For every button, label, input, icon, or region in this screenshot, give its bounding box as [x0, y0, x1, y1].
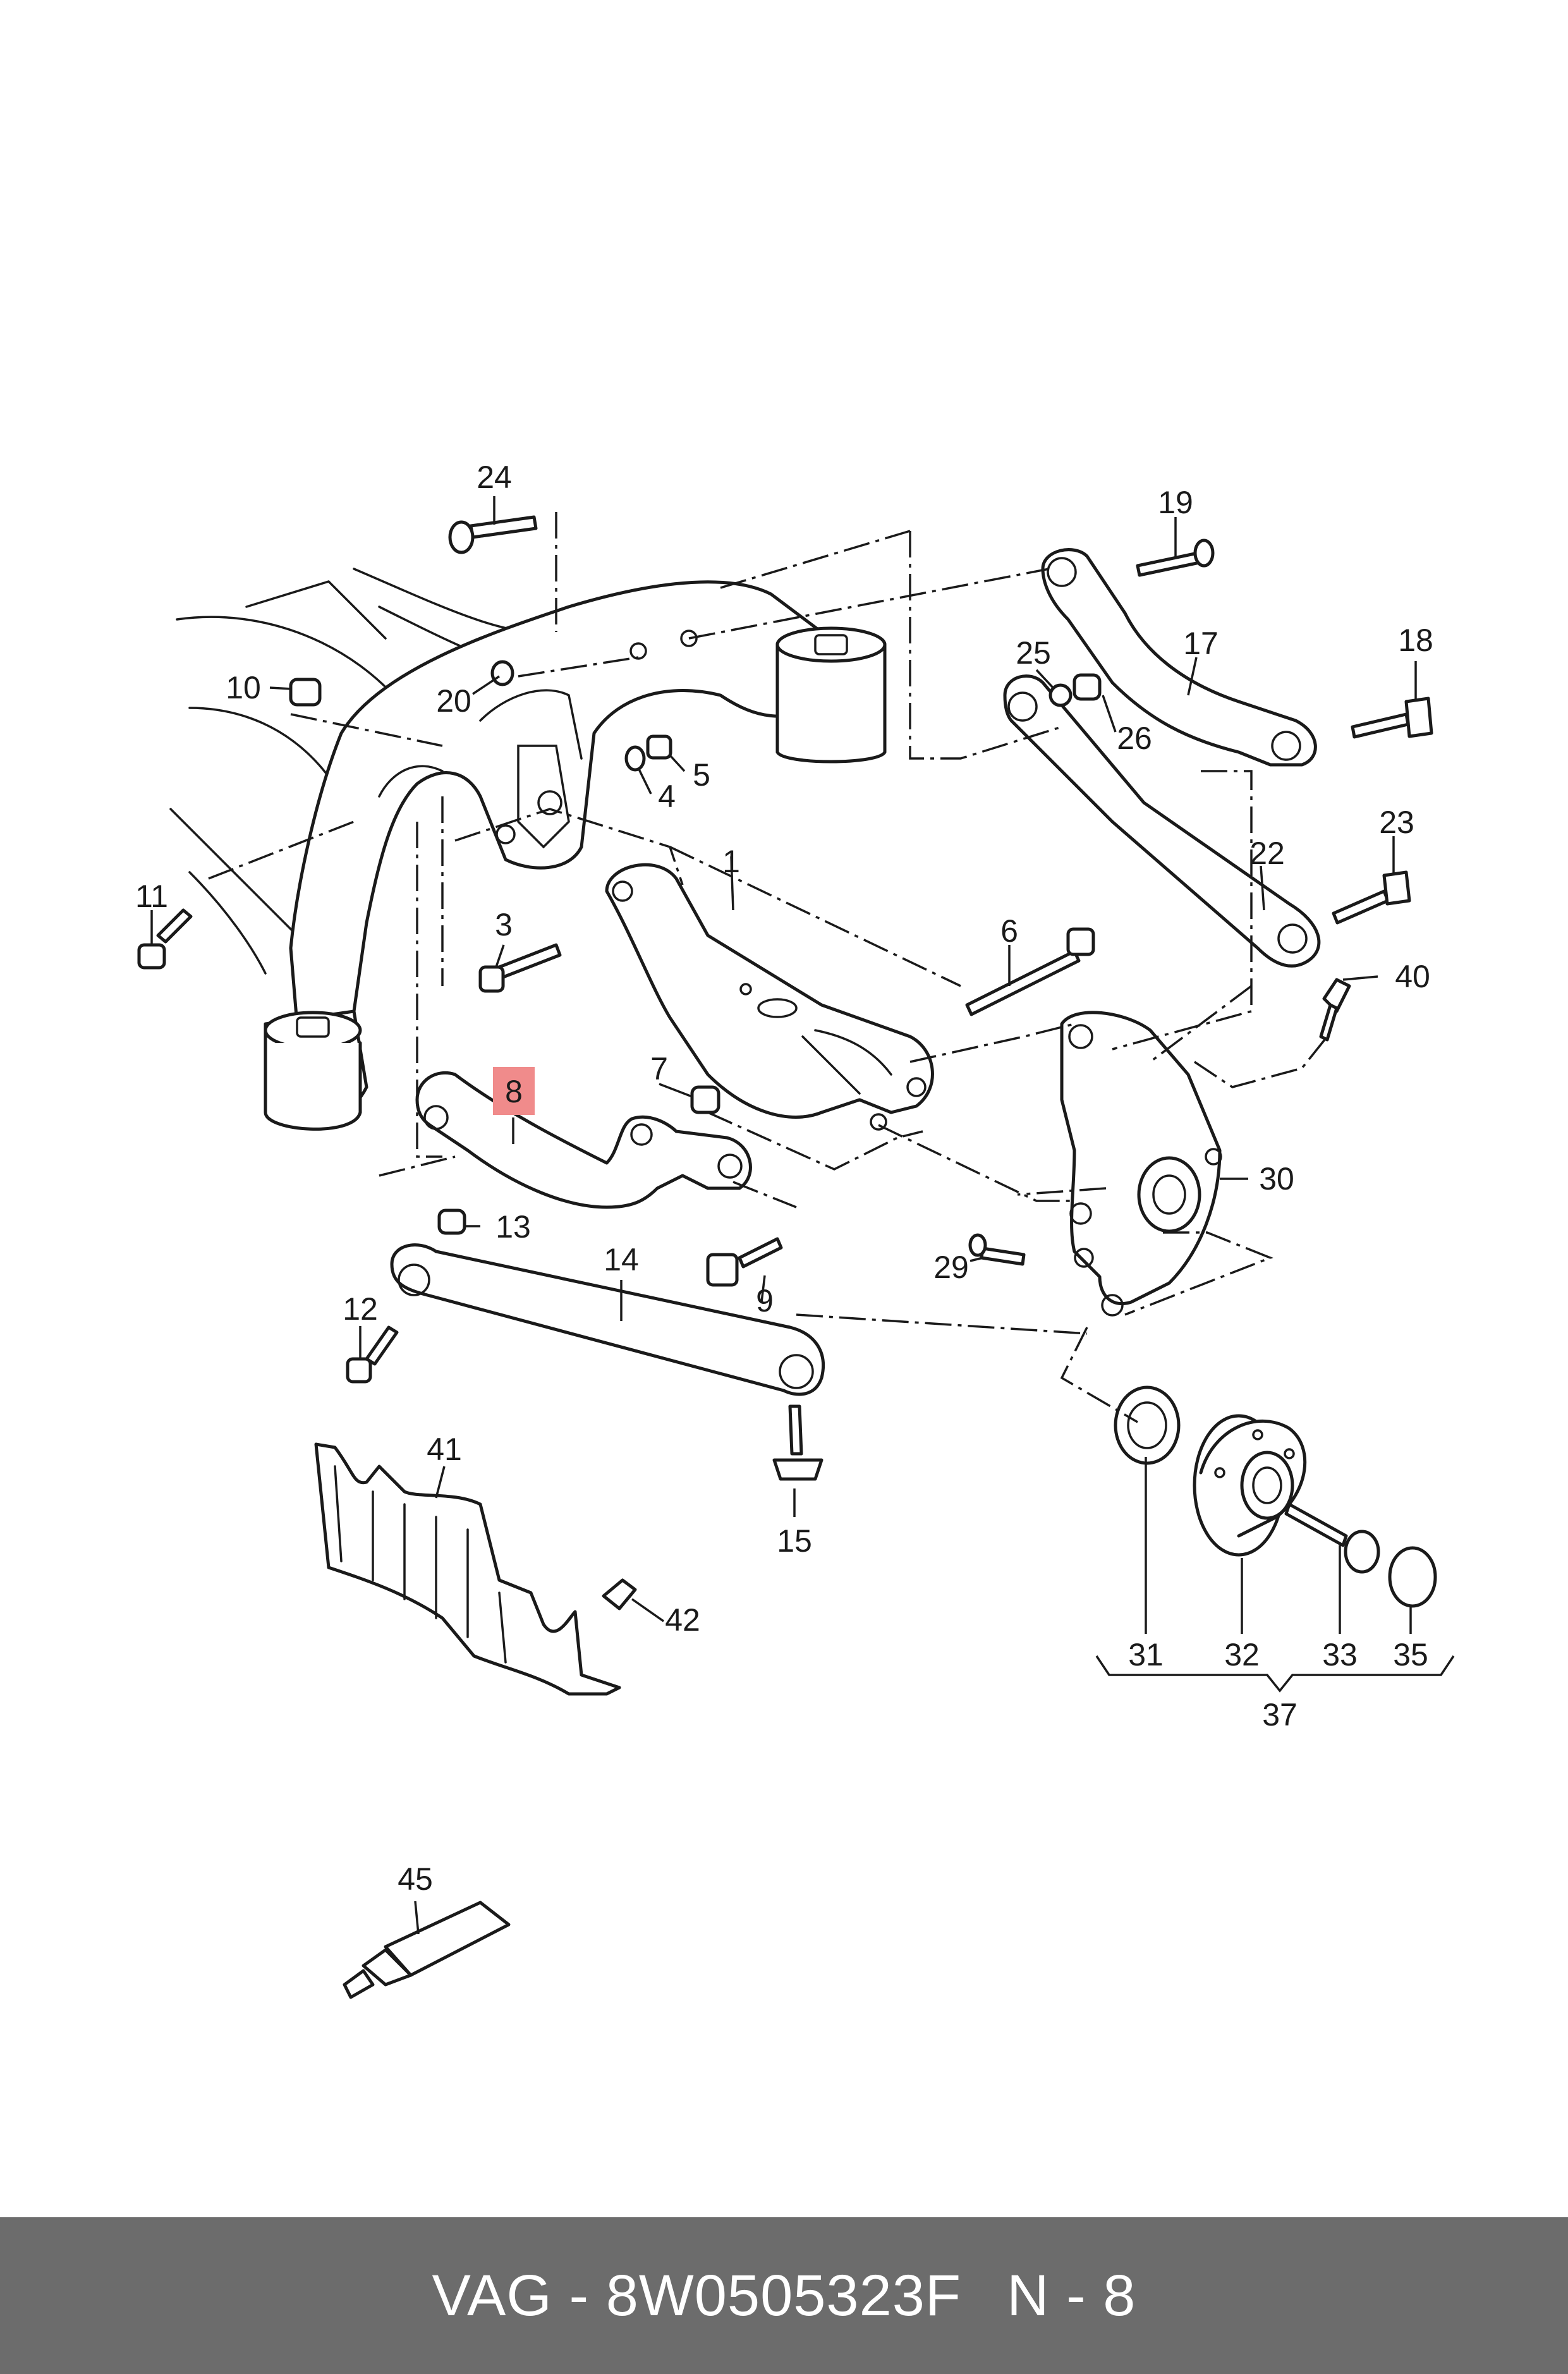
bearing-ring	[1114, 1385, 1181, 1465]
callout-5: 5	[693, 757, 710, 793]
rear-subframe	[169, 568, 887, 1131]
trailing-link	[1003, 674, 1321, 968]
callout-11: 11	[135, 879, 168, 914]
assembly-lines	[208, 512, 1328, 1423]
callout-29: 29	[933, 1250, 969, 1285]
rear-suspension-exploded-diagram: 24 19 17 18 25 26 10 20 5 4 22 23 1 11 3…	[135, 460, 1455, 1999]
upper-link	[1041, 548, 1317, 767]
callout-14: 14	[604, 1242, 639, 1277]
callout-33: 33	[1322, 1637, 1358, 1672]
footer-caption: VAG - 8W0505323F N - 8	[0, 2217, 1568, 2374]
callout-4: 4	[658, 779, 676, 814]
callout-12: 12	[343, 1291, 378, 1327]
callout-17: 17	[1183, 626, 1219, 661]
wheel-bearing-housing	[1060, 1011, 1222, 1317]
callout-32: 32	[1224, 1637, 1260, 1672]
hub-bolt	[1284, 1502, 1380, 1574]
callout-45: 45	[398, 1861, 433, 1897]
underbody-cover	[314, 1442, 621, 1696]
footer-position: N - 8	[1007, 2263, 1136, 2328]
callout-40: 40	[1395, 959, 1430, 994]
wheel-hub	[1193, 1414, 1307, 1557]
callout-8: 8	[505, 1074, 523, 1109]
callout-42: 42	[665, 1602, 700, 1638]
footer-bar	[0, 2217, 1568, 2374]
lower-control-arm	[605, 863, 934, 1131]
callout-37: 37	[1262, 1697, 1298, 1732]
callout-10: 10	[226, 670, 261, 705]
callout-13: 13	[495, 1209, 531, 1245]
callout-3: 3	[495, 907, 513, 942]
highlight-box	[493, 1067, 535, 1115]
callout-19: 19	[1158, 485, 1193, 520]
tie-rod	[390, 1243, 825, 1396]
callout-22: 22	[1249, 836, 1285, 871]
callout-15: 15	[777, 1523, 812, 1559]
callout-31: 31	[1128, 1637, 1164, 1672]
hub-cap	[1388, 1546, 1437, 1608]
callout-41: 41	[427, 1432, 462, 1467]
callout-23: 23	[1379, 805, 1414, 840]
leader-lines	[150, 496, 1455, 1935]
callout-25: 25	[1016, 635, 1051, 671]
callout-20: 20	[436, 683, 471, 719]
callout-18: 18	[1398, 623, 1433, 658]
callout-9: 9	[756, 1283, 774, 1318]
callout-6: 6	[1000, 913, 1018, 949]
callout-24: 24	[477, 460, 512, 495]
sealant-tube	[343, 1901, 511, 1999]
callout-35: 35	[1393, 1637, 1428, 1672]
callout-labels: 24 19 17 18 25 26 10 20 5 4 22 23 1 11 3…	[135, 460, 1433, 1897]
footer-part-number: VAG - 8W0505323F	[432, 2263, 962, 2328]
fasteners	[137, 515, 1433, 1610]
callout-7: 7	[650, 1051, 668, 1087]
callout-26: 26	[1117, 721, 1152, 756]
callout-1: 1	[722, 844, 740, 879]
callout-30: 30	[1259, 1161, 1294, 1196]
